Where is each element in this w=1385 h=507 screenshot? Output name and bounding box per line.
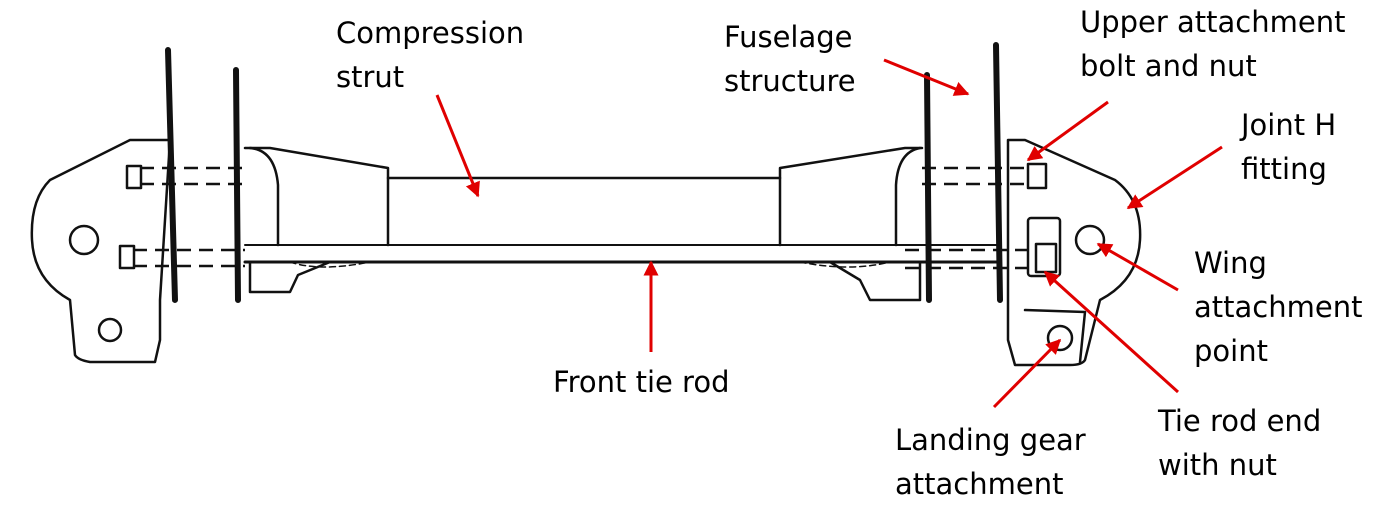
compression-strut-body [243, 146, 924, 180]
tie-rod-end-label: Tie rod end with nut [1158, 404, 1322, 482]
joint-h-arrow [1126, 145, 1223, 210]
left-gear-hole [97, 317, 123, 343]
right-upper-nut [1026, 162, 1048, 190]
fuselage-structure-arrow [883, 58, 970, 96]
left-fuselage-frame-outer [165, 47, 178, 303]
right-fuselage-frame-outer [993, 42, 1003, 303]
compression-strut-right-cap [894, 146, 922, 247]
left-upper-nut [125, 164, 143, 190]
right-tie-rod-nut [1034, 242, 1058, 274]
left-wing-hole [68, 224, 100, 256]
tie-rod-right-bulge [799, 261, 891, 268]
left-lower-nut [118, 244, 136, 270]
front-tie-rod-label: Front tie rod [553, 365, 730, 399]
right-fuselage-frame-inner [924, 72, 932, 303]
upper-attachment-arrow [1026, 100, 1109, 162]
wing-attachment-arrow [1096, 242, 1179, 292]
wing-attachment-point-label: Wing attachment point [1194, 246, 1363, 368]
tie-rod-end-arrow [1043, 270, 1180, 394]
compression-strut-label: Compression strut [336, 16, 525, 94]
joint-h-fitting-label: Joint H fitting [1241, 108, 1337, 186]
left-lower-foot [248, 260, 332, 294]
tie-rod-left-bulge [289, 261, 371, 268]
fuselage-structure-label: Fuselage structure [724, 20, 856, 98]
left-fitting-outline [30, 138, 172, 364]
compression-strut-left-cap [248, 146, 280, 247]
right-wing-hole [1074, 224, 1106, 256]
compression-strut-arrow [435, 94, 480, 198]
upper-attachment-label: Upper attachment bolt and nut [1080, 5, 1346, 83]
landing-gear-attachment-label: Landing gear attachment [895, 423, 1086, 501]
right-gear-lug [1023, 308, 1087, 364]
landing-gear-arrow [992, 338, 1062, 409]
right-lower-foot [828, 260, 922, 302]
